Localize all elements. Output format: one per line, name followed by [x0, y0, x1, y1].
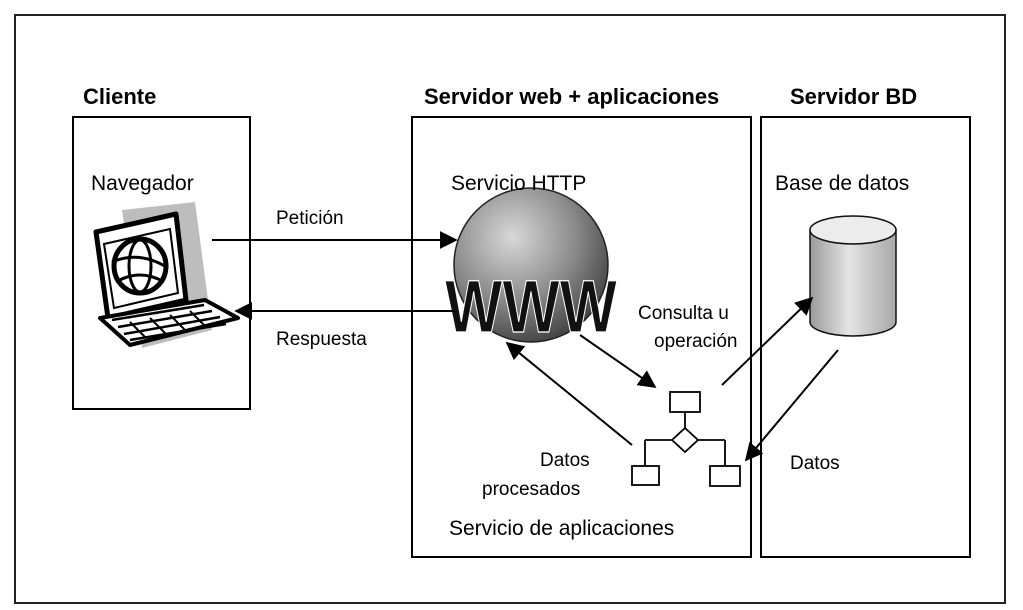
db-server-box	[760, 116, 971, 558]
query-label-line1: Consulta u	[638, 303, 729, 324]
query-arrow	[579, 334, 657, 389]
request-label: Petición	[276, 208, 344, 229]
processed-label-line1: Datos	[540, 450, 590, 471]
client-header: Cliente	[83, 84, 157, 109]
response-label: Respuesta	[276, 329, 367, 350]
web-app-server-header: Servidor web + aplicaciones	[424, 84, 720, 109]
www-globe-icon: WWW	[444, 187, 618, 349]
app-service-label: Servicio de aplicaciones	[449, 517, 675, 540]
db-query-arrow	[721, 296, 814, 386]
db-server-header: Servidor BD	[790, 84, 918, 109]
query-label-line2: operación	[654, 331, 738, 352]
database-cylinder-icon	[809, 215, 897, 337]
flowchart-icon	[631, 391, 741, 487]
db-data-arrow	[744, 349, 839, 462]
processed-data-arrow	[505, 341, 633, 446]
data-label: Datos	[790, 453, 840, 474]
processed-label-line2: procesados	[482, 479, 581, 500]
database-label: Base de datos	[775, 172, 910, 195]
http-service-label: Servicio HTTP	[451, 172, 587, 195]
web-app-server-box	[411, 116, 752, 558]
computer-globe-icon	[93, 202, 240, 348]
client-box	[72, 116, 251, 410]
www-label: WWW	[445, 265, 617, 348]
diagram-frame	[14, 14, 1006, 604]
browser-label: Navegador	[91, 172, 194, 195]
